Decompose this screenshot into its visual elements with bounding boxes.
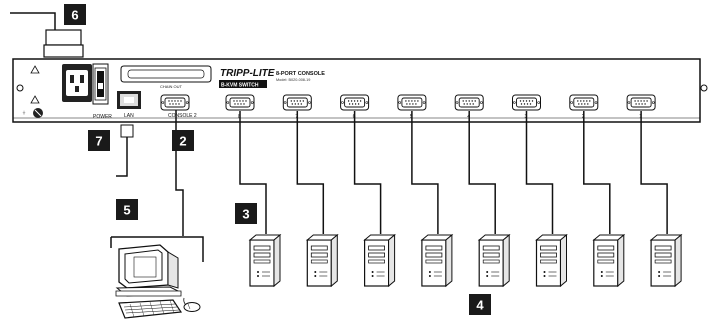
svg-text:7: 7	[95, 134, 102, 149]
lan-cable	[116, 124, 134, 177]
callout-2: 2	[172, 130, 194, 151]
callout-4: 4	[469, 294, 491, 315]
cpu-cable	[353, 111, 382, 234]
ac-power-inlet[interactable]	[62, 64, 92, 102]
computer-tower-icon	[535, 234, 568, 287]
console-workstation	[115, 244, 201, 319]
svg-text:6: 6	[71, 8, 78, 23]
cpu-cable	[468, 111, 496, 234]
product-model: Model: B020-008-19	[276, 78, 310, 82]
svg-text:5: 5	[123, 203, 130, 218]
cpu-cable	[411, 111, 439, 234]
computer-tower-icon	[478, 234, 510, 287]
ground-symbol-icon: ⏚	[22, 109, 26, 115]
warning-icon	[30, 95, 40, 104]
computer-tower-icon	[306, 234, 338, 287]
svg-text:4: 4	[476, 298, 484, 313]
power-label: POWER	[93, 114, 112, 120]
mounting-hole-right	[700, 84, 708, 92]
keyboard-icon	[118, 299, 183, 319]
svg-text:2: 2	[179, 134, 186, 149]
power-cord-top	[10, 12, 84, 58]
cpu-port-3[interactable]	[512, 94, 541, 111]
rear-panel: ⏚ POWER CHAIN OUT LAN	[12, 58, 708, 123]
computer-tower-icon	[364, 234, 396, 287]
mounting-hole-left	[16, 84, 24, 92]
console-port[interactable]	[160, 94, 190, 111]
lan-port[interactable]	[117, 91, 141, 109]
svg-text:TRIPP-LITE: TRIPP-LITE	[220, 68, 275, 79]
cpu-port-2[interactable]	[569, 94, 599, 111]
power-switch[interactable]	[92, 63, 109, 105]
computer-tower-icon	[593, 234, 625, 287]
monitor-icon	[115, 244, 182, 297]
product-title: 8-PORT CONSOLE	[276, 71, 325, 77]
cpu-cable	[640, 111, 668, 234]
cpu-port-6[interactable]	[340, 94, 370, 111]
callout-6: 6	[64, 4, 86, 25]
callout-7: 7	[88, 130, 110, 151]
tripp-lite-logo: TRIPP-LITE B-KVM SWITCH	[219, 68, 275, 89]
computer-tower-icon	[421, 234, 453, 287]
cpu-cables	[239, 111, 668, 234]
computers	[249, 234, 682, 287]
computer-tower-icon	[650, 234, 682, 287]
cpu-cable	[239, 111, 267, 234]
cpu-port-4[interactable]	[454, 94, 484, 111]
cpu-cable	[583, 111, 611, 234]
lan-label: LAN	[124, 113, 134, 119]
cpu-cable	[525, 111, 554, 234]
chain-out-label: CHAIN OUT	[160, 84, 183, 89]
svg-text:B-KVM SWITCH: B-KVM SWITCH	[221, 83, 259, 89]
chain-out-connector[interactable]	[120, 65, 212, 83]
cpu-port-5[interactable]	[397, 94, 427, 111]
svg-text:3: 3	[242, 207, 249, 222]
cpu-port-8[interactable]	[225, 94, 255, 111]
warning-icon	[30, 65, 40, 74]
cpu-port-1[interactable]	[626, 94, 656, 111]
console-label: CONSOLE 2	[168, 113, 197, 119]
cpu-cable	[296, 111, 325, 234]
cpu-port-7[interactable]	[282, 94, 312, 111]
callout-5: 5	[116, 199, 138, 220]
mouse-icon	[183, 297, 201, 312]
callout-3: 3	[235, 203, 257, 224]
computer-tower-icon	[249, 234, 281, 287]
